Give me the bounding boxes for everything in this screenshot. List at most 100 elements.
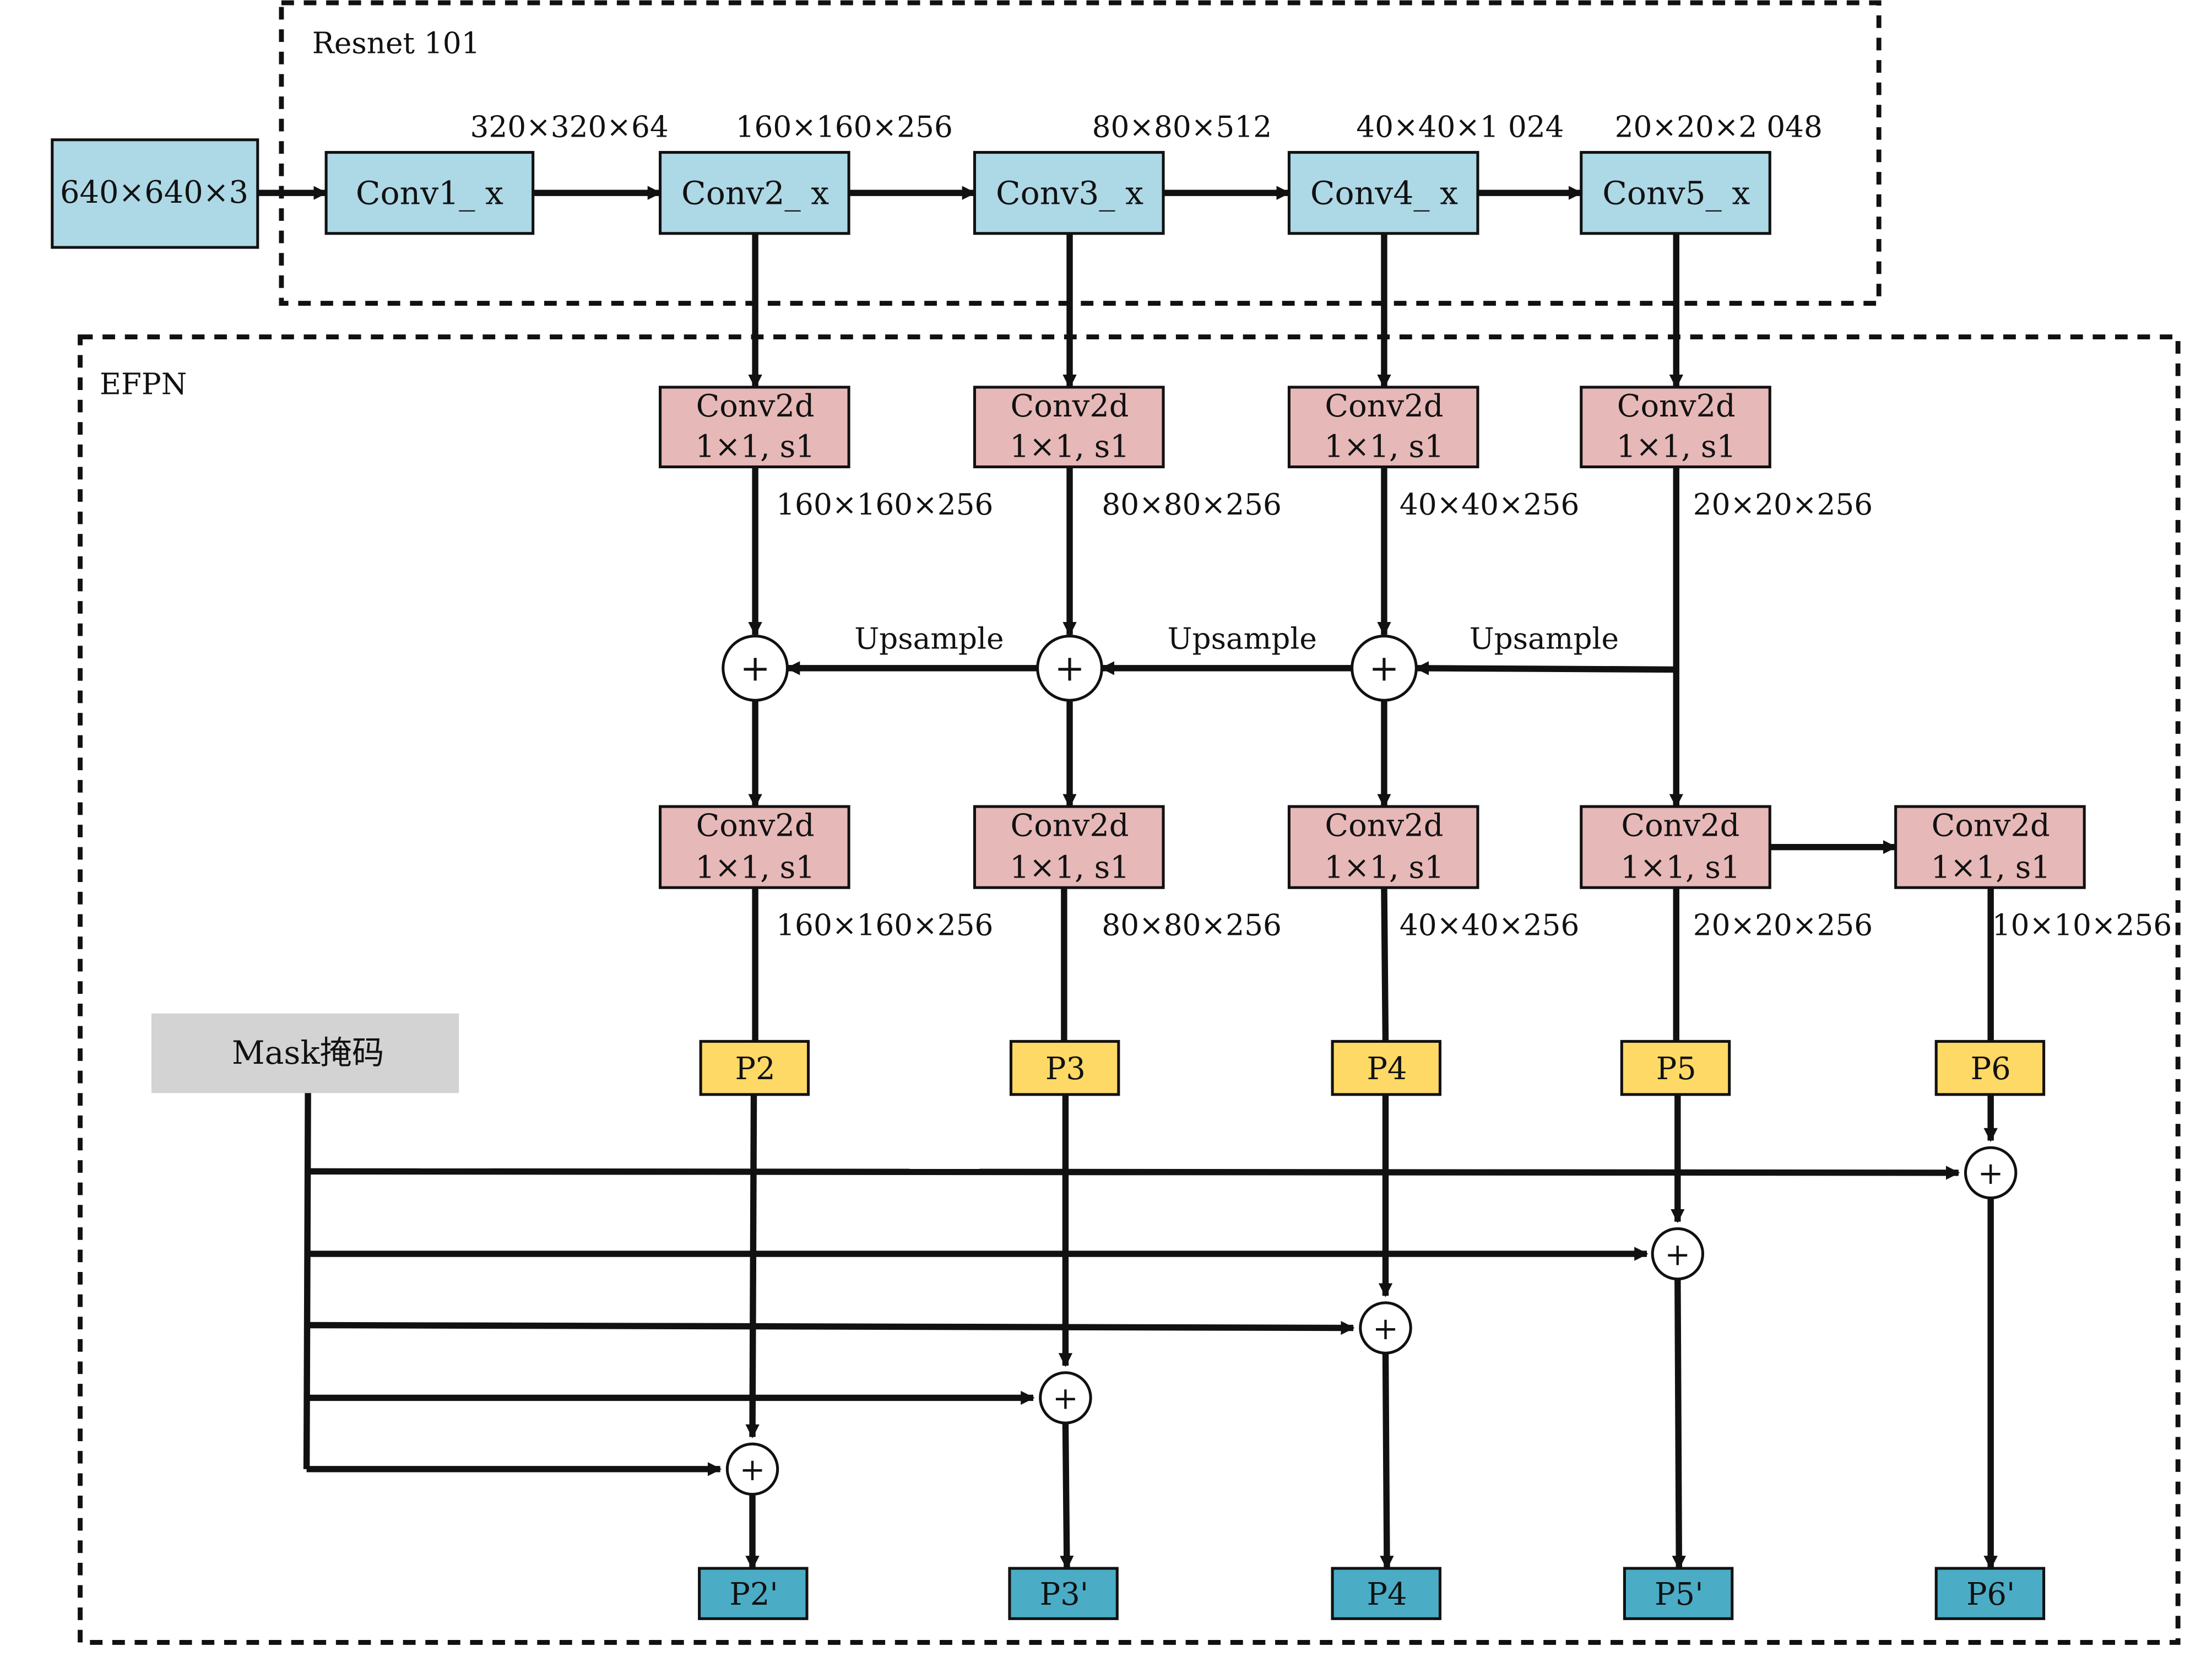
lateral-line1: Conv2d [1617, 388, 1736, 424]
output-box [698, 1567, 809, 1620]
output-label: P4 [1367, 1577, 1407, 1612]
resnet-frame [279, 0, 1882, 306]
output-label: P5' [1655, 1577, 1703, 1612]
conv3-dim: 80×80×512 [1092, 110, 1272, 144]
lateral-conv-p3: Conv2d 1×1, s1 80×80×256 [973, 386, 1282, 522]
smooth-box [659, 805, 850, 889]
svg-text:+: + [1373, 1311, 1398, 1347]
line-smooth4-p4 [1381, 887, 1389, 1042]
mask-sum-node: + [1651, 1227, 1705, 1281]
efpn-frame [78, 334, 2181, 1645]
smooth-line1: Conv2d [1932, 808, 2050, 843]
stage-conv4: Conv4_ x 40×40×1 024 [1287, 110, 1564, 235]
conv1-box [324, 151, 535, 235]
feature-p4: P4 [1331, 1040, 1441, 1096]
output-p5: P5' [1623, 1567, 1734, 1620]
lateral-line2: 1×1, s1 [695, 429, 815, 465]
arrow-masksum-p3out [1060, 1423, 1074, 1570]
lateral-dim: 160×160×256 [776, 488, 993, 522]
conv3-box [973, 151, 1165, 235]
sum-node: + [1351, 634, 1418, 702]
lateral-line2: 1×1, s1 [1617, 429, 1736, 465]
smooth-box [1894, 805, 2086, 889]
mask-sum-node: + [1359, 1301, 1412, 1355]
feature-label: P4 [1367, 1051, 1407, 1087]
efpn-title: EFPN [100, 367, 187, 402]
conv5-box [1580, 151, 1771, 235]
lateral-box [1580, 386, 1771, 469]
conv4-dim: 40×40×1 024 [1356, 110, 1564, 144]
conv5-label: Conv5_ x [1602, 174, 1750, 212]
lateral-box [659, 386, 850, 469]
mask-sum-node: + [1039, 1371, 1092, 1425]
svg-text:+: + [1978, 1156, 2004, 1192]
lateral-line1: Conv2d [696, 388, 815, 424]
svg-text:+: + [740, 1452, 766, 1488]
svg-text:+: + [1054, 647, 1085, 690]
smooth-line2: 1×1, s1 [1620, 850, 1740, 886]
lateral-line2: 1×1, s1 [1324, 429, 1444, 465]
smooth-line2: 1×1, s1 [1324, 850, 1444, 886]
lateral-dim: 20×20×256 [1693, 488, 1873, 522]
input-node: 640×640×3 [51, 138, 259, 249]
smooth-dim: 10×10×256 [1992, 908, 2172, 943]
conv3-label: Conv3_ x [996, 174, 1143, 212]
feature-label: P5 [1656, 1051, 1696, 1087]
smooth-line1: Conv2d [1621, 808, 1739, 843]
smooth-dim: 20×20×256 [1693, 908, 1873, 943]
lateral-conv-p2: Conv2d 1×1, s1 160×160×256 [659, 386, 993, 522]
mask-branch-p6 [308, 1166, 1960, 1180]
feature-p2: P2 [699, 1040, 810, 1096]
output-label: P6' [1966, 1577, 2015, 1612]
output-label: P3' [1040, 1577, 1088, 1612]
mask-sum-node: + [725, 1442, 779, 1496]
conv5-dim: 20×20×2 048 [1615, 110, 1823, 144]
lateral-conv-p5: Conv2d 1×1, s1 20×20×256 [1580, 386, 1873, 522]
mask-branch-p4 [308, 1320, 1355, 1335]
lateral-conv-p4: Conv2d 1×1, s1 40×40×256 [1287, 386, 1580, 522]
stage-conv2: Conv2_ x 160×160×256 [659, 110, 953, 235]
lateral-dim: 40×40×256 [1400, 488, 1580, 522]
mask-label: Mask掩码 [232, 1034, 384, 1071]
upsample-label: Upsample [854, 621, 1004, 656]
smooth-conv-p4: Conv2d 1×1, s1 40×40×256 [1287, 805, 1580, 943]
stage-conv5: Conv5_ x 20×20×2 048 [1580, 110, 1823, 235]
svg-text:+: + [740, 647, 770, 690]
feature-box [1009, 1040, 1120, 1096]
mask-sum-node: + [1964, 1146, 2018, 1200]
smooth-dim: 80×80×256 [1102, 908, 1282, 943]
lateral-line1: Conv2d [1325, 388, 1443, 424]
lateral-line2: 1×1, s1 [1010, 429, 1129, 465]
arrow-masksum-p4out [1380, 1353, 1394, 1570]
smooth-line2: 1×1, s1 [695, 850, 815, 886]
smooth-conv-p2: Conv2d 1×1, s1 160×160×256 [659, 805, 993, 943]
output-p3: P3' [1008, 1567, 1119, 1620]
stage-conv3: Conv3_ x 80×80×512 [973, 110, 1272, 235]
smooth-line1: Conv2d [696, 808, 815, 843]
arrow-masksum-p5out [1672, 1279, 1686, 1570]
feature-box [1620, 1040, 1731, 1096]
svg-text:+: + [1665, 1237, 1690, 1273]
smooth-dim: 40×40×256 [1400, 908, 1580, 943]
smooth-conv-p3: Conv2d 1×1, s1 80×80×256 [973, 805, 1282, 943]
output-label: P2' [729, 1577, 778, 1612]
conv2-dim: 160×160×256 [736, 110, 953, 144]
lateral-dim: 80×80×256 [1102, 488, 1282, 522]
conv1-label: Conv1_ x [356, 174, 503, 212]
sum-node: + [722, 634, 789, 702]
conv1-dim: 320×320×64 [470, 110, 668, 144]
feature-label: P6 [1971, 1051, 2011, 1087]
svg-text:+: + [1053, 1381, 1078, 1417]
mask-node: Mask掩码 [151, 1013, 459, 1093]
resnet-title: Resnet 101 [312, 26, 480, 60]
output-p2: P2' [698, 1567, 809, 1620]
output-box [1331, 1567, 1441, 1620]
smooth-conv-p6: Conv2d 1×1, s1 10×10×256 [1894, 805, 2172, 943]
feature-p6: P6 [1934, 1040, 2046, 1096]
output-box [1934, 1567, 2046, 1620]
smooth-box [1287, 805, 1479, 889]
smooth-conv-p5: Conv2d 1×1, s1 20×20×256 [1580, 805, 1873, 943]
smooth-line2: 1×1, s1 [1010, 850, 1129, 886]
feature-box [1331, 1040, 1441, 1096]
